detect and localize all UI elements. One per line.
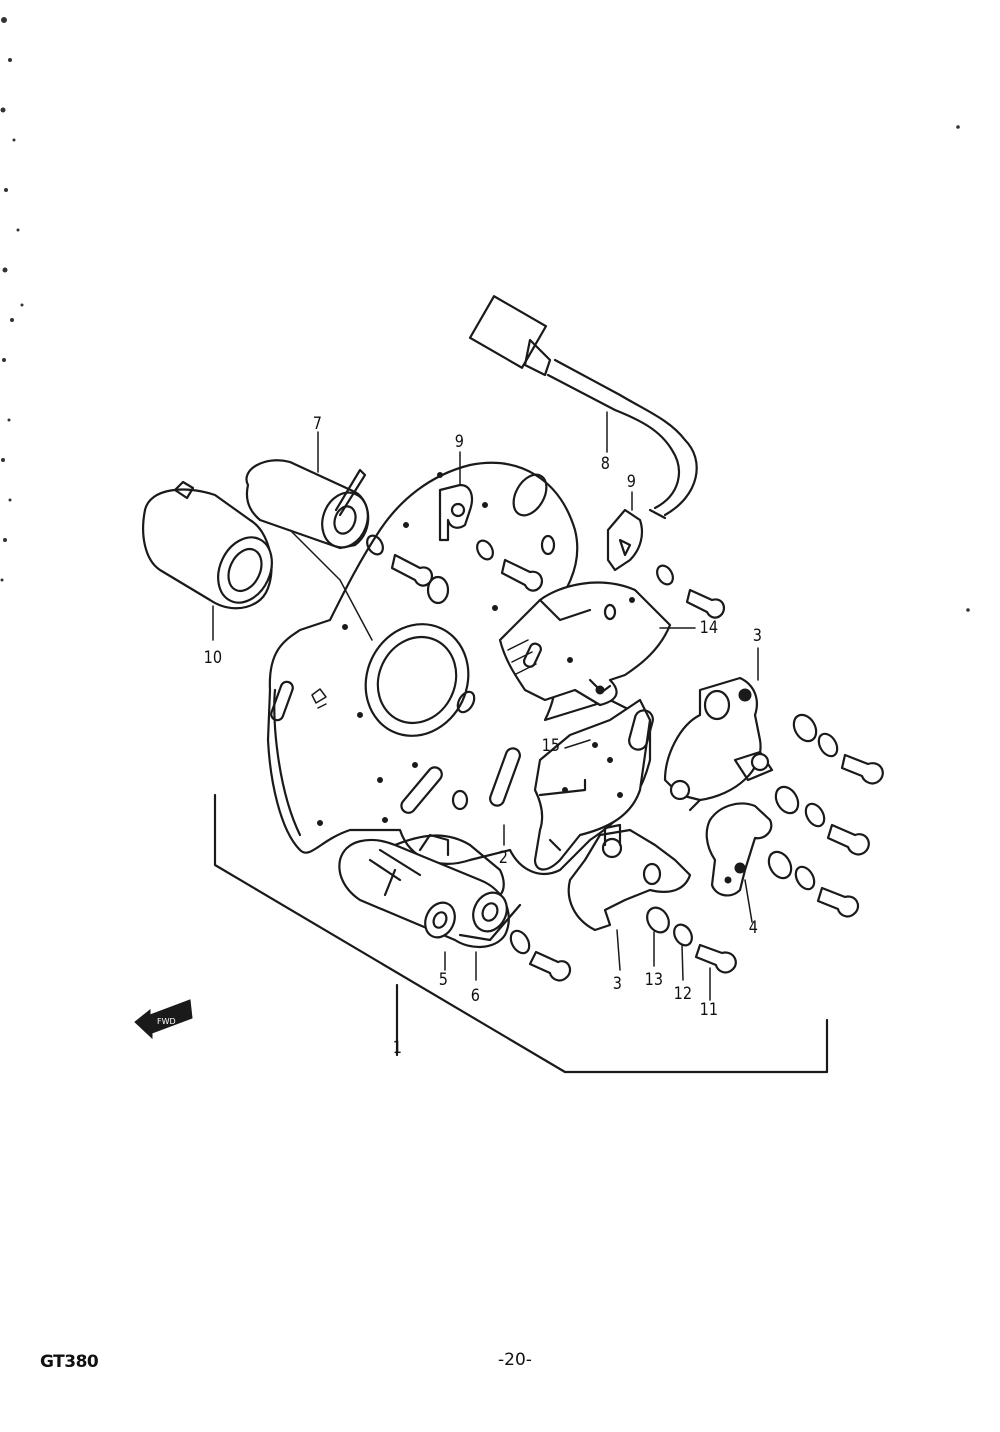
lead-wire-coupler bbox=[468, 295, 698, 520]
label-part-10: 10 bbox=[203, 648, 223, 668]
fasteners bbox=[366, 534, 884, 982]
model-code: GT380 bbox=[40, 1352, 99, 1372]
label-part-11: 11 bbox=[699, 1000, 719, 1020]
wire-clamp-right bbox=[606, 508, 644, 572]
forward-arrow-icon: FWD bbox=[134, 999, 193, 1040]
condenser bbox=[245, 459, 373, 641]
cam-lubricator bbox=[142, 480, 273, 610]
label-part-6: 6 bbox=[470, 986, 481, 1006]
label-part-4: 4 bbox=[748, 918, 759, 938]
wire-clamp-left bbox=[438, 483, 474, 542]
lower-bracket-plate bbox=[533, 698, 654, 871]
assembly-bracket bbox=[213, 793, 829, 1074]
breaker-spring-plate bbox=[705, 802, 773, 897]
label-part-2: 2 bbox=[498, 848, 509, 868]
label-part-7: 7 bbox=[312, 414, 323, 434]
label-part-3-upper: 3 bbox=[752, 626, 763, 646]
leader-lines bbox=[212, 411, 759, 1001]
label-part-14: 14 bbox=[699, 618, 719, 638]
label-part-5: 5 bbox=[438, 970, 449, 990]
contact-breaker-upper bbox=[663, 676, 774, 812]
label-part-8: 8 bbox=[600, 454, 611, 474]
contact-breaker-lower bbox=[567, 823, 692, 932]
label-part-15: 15 bbox=[541, 736, 561, 756]
ignition-coil bbox=[338, 833, 522, 948]
label-part-9-left: 9 bbox=[454, 432, 465, 452]
label-part-12: 12 bbox=[673, 984, 693, 1004]
scan-noise bbox=[0, 17, 970, 612]
label-part-3-lower: 3 bbox=[612, 974, 623, 994]
label-part-13: 13 bbox=[644, 970, 664, 990]
page-number: -20- bbox=[498, 1350, 532, 1370]
forward-arrow-text: FWD bbox=[157, 1017, 176, 1026]
label-part-1: 1 bbox=[392, 1038, 403, 1058]
upper-bracket-plate bbox=[498, 581, 672, 707]
label-part-9-right: 9 bbox=[626, 472, 637, 492]
